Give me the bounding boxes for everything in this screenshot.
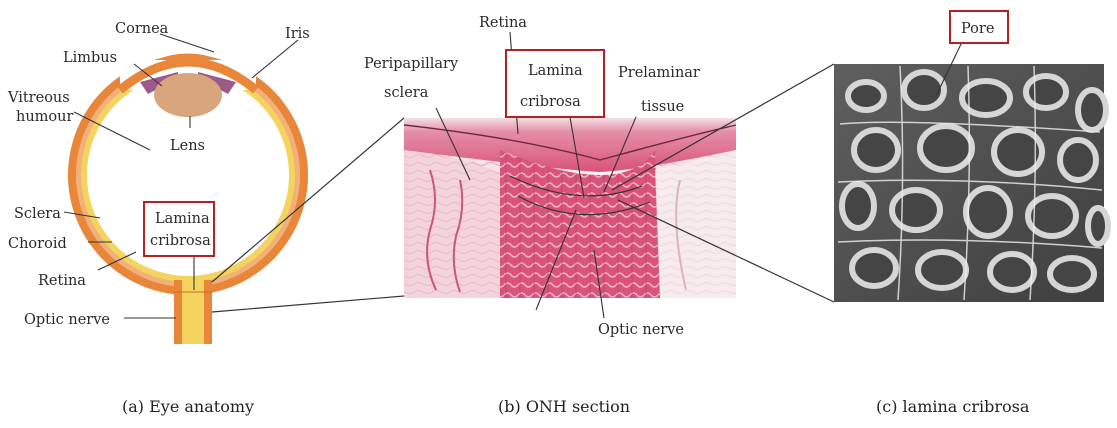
lamina-mesh-image (834, 64, 1108, 302)
caption-lamina-cribrosa: (c) lamina cribrosa (876, 397, 1030, 416)
onh-label-optic-nerve: Optic nerve (598, 322, 684, 338)
caption-eye-anatomy: (a) Eye anatomy (122, 397, 254, 416)
onh-label-lamina-1: Lamina (528, 63, 583, 79)
lens-shape (154, 73, 222, 117)
eye-label-vitreous-1: Vitreous (7, 90, 70, 106)
pore-label: Pore (961, 21, 994, 37)
lamina-cribrosa-panel: Pore (c) lamina cribrosa (834, 11, 1108, 416)
eye-anatomy-panel: Cornea Iris Limbus Vitreous humour Lens … (7, 21, 310, 416)
eye-label-choroid: Choroid (8, 236, 67, 252)
onh-label-peripapillary-2: sclera (384, 85, 429, 101)
onh-label-prelaminar-2: tissue (641, 99, 684, 115)
eye-label-retina: Retina (38, 273, 86, 289)
connector-a-b-bottom (212, 296, 404, 312)
eye-label-cornea: Cornea (115, 21, 169, 37)
eye-label-vitreous-2: humour (16, 109, 73, 125)
eye-label-iris: Iris (285, 26, 310, 42)
onh-section-panel: Retina Peripapillary sclera Prelaminar t… (364, 15, 736, 416)
caption-onh-section: (b) ONH section (498, 397, 630, 416)
onh-label-lamina-2: cribrosa (520, 94, 581, 110)
eye-label-lamina-2: cribrosa (150, 233, 211, 249)
onh-label-retina: Retina (479, 15, 527, 31)
eye-label-sclera: Sclera (14, 206, 61, 222)
onh-label-peripapillary-1: Peripapillary (364, 56, 459, 72)
eye-label-optic-nerve: Optic nerve (24, 312, 110, 328)
eye-label-lamina-1: Lamina (155, 211, 210, 227)
eye-label-lens: Lens (170, 138, 205, 154)
eye-label-limbus: Limbus (63, 50, 117, 66)
onh-label-prelaminar-1: Prelaminar (618, 65, 700, 81)
